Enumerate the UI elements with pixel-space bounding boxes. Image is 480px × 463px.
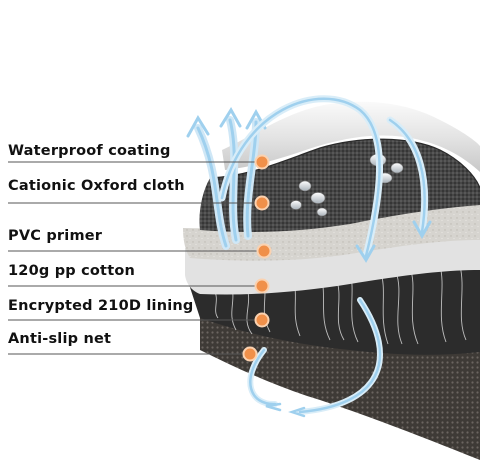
marker-pp-cotton — [254, 278, 270, 294]
waterproof-coating-layer — [222, 101, 480, 172]
oxford-cloth-layer — [199, 139, 480, 232]
marker-anti-slip-net — [242, 346, 258, 362]
airflow-arrows — [186, 95, 432, 418]
label-waterproof-coating: Waterproof coating — [8, 143, 171, 159]
leader-lines — [8, 161, 264, 355]
label-pvc-primer: PVC primer — [8, 228, 103, 244]
label-cationic-oxford-cloth: Cationic Oxford cloth — [8, 178, 185, 194]
label-pp-cotton: 120g pp cotton — [8, 263, 136, 279]
layer-markers — [242, 154, 272, 362]
marker-waterproof-coating — [254, 154, 270, 170]
label-anti-slip-net: Anti-slip net — [8, 331, 112, 347]
marker-lining — [254, 312, 270, 328]
marker-pvc-primer — [256, 243, 272, 259]
marker-oxford-cloth — [254, 195, 270, 211]
label-encrypted-lining: Encrypted 210D lining — [8, 298, 194, 314]
